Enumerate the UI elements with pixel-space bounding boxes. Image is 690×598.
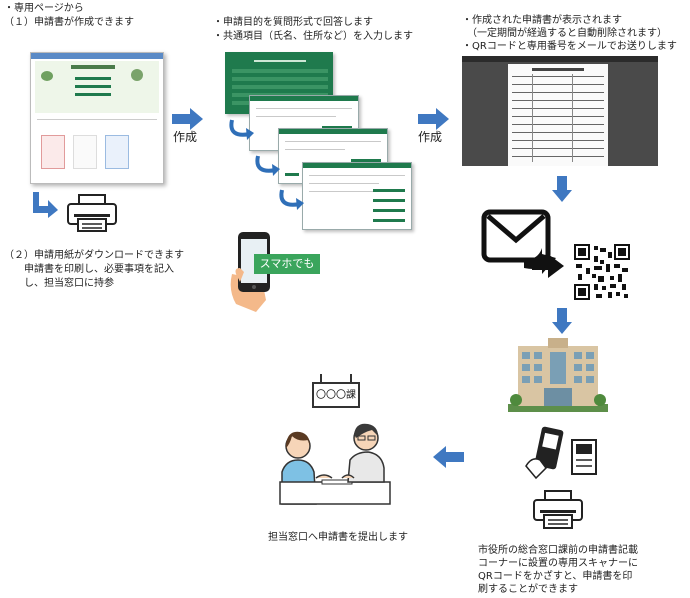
- form-card-4: [302, 162, 412, 230]
- mail-forward-icon: [480, 208, 572, 278]
- website-screenshot: [30, 52, 164, 184]
- right-arrow-icon: [172, 108, 204, 130]
- down-right-arrow-icon: [30, 192, 60, 220]
- step2-line-2: ・共通項目（氏名、住所など）を入力します: [213, 30, 413, 43]
- right-arrow-icon: [418, 108, 450, 130]
- city-hall-building-icon: [508, 338, 608, 412]
- download-text-line-3: し、担当窓口に持参: [4, 277, 114, 290]
- pdf-viewer-screenshot: [462, 56, 658, 166]
- create-label-2: 作成: [418, 130, 442, 145]
- step3-line-3: ・QRコードと専用番号をメールでお送りします: [462, 40, 677, 53]
- step2-line-1: ・申請目的を質問形式で回答します: [213, 16, 373, 29]
- scanner-text-line-2: コーナーに設置の専用スキャナーに: [478, 557, 638, 570]
- phone-qr-scan-icon: [522, 426, 598, 480]
- counter-sign-label: 〇〇〇課: [314, 390, 358, 402]
- download-text-line-1: （２）申請用紙がダウンロードできます: [4, 249, 184, 262]
- scanner-text-line-3: QRコードをかざすと、申請書を印: [478, 570, 632, 583]
- create-label-1: 作成: [173, 130, 197, 145]
- header-line-2: （１）申請書が作成できます: [4, 16, 134, 29]
- printer-icon: [66, 194, 118, 232]
- down-arrow-icon: [552, 308, 572, 334]
- scanner-text-line-1: 市役所の総合窓口課前の申請書記載: [478, 544, 638, 557]
- smartphone-label: スマホでも: [254, 254, 320, 274]
- counter-scene-illustration: [276, 416, 394, 506]
- counter-sign: 〇〇〇課: [312, 382, 360, 408]
- curved-arrow-icon: [276, 186, 306, 216]
- header-line-1: ・専用ページから: [4, 2, 84, 15]
- step3-line-1: ・作成された申請書が表示されます: [462, 14, 622, 27]
- scanner-text-line-4: 刷することができます: [478, 583, 578, 596]
- curved-arrow-icon: [252, 152, 282, 182]
- submit-text: 担当窓口へ申請書を提出します: [268, 531, 408, 544]
- printer-icon: [532, 490, 584, 530]
- left-arrow-icon: [432, 446, 464, 468]
- download-text-line-2: 申請書を印刷し、必要事項を記入: [4, 263, 174, 276]
- down-arrow-icon: [552, 176, 572, 202]
- curved-arrow-icon: [226, 116, 256, 146]
- qr-code-icon: [574, 244, 630, 300]
- step3-line-2: （一定期間が経過すると自動削除されます）: [462, 27, 667, 40]
